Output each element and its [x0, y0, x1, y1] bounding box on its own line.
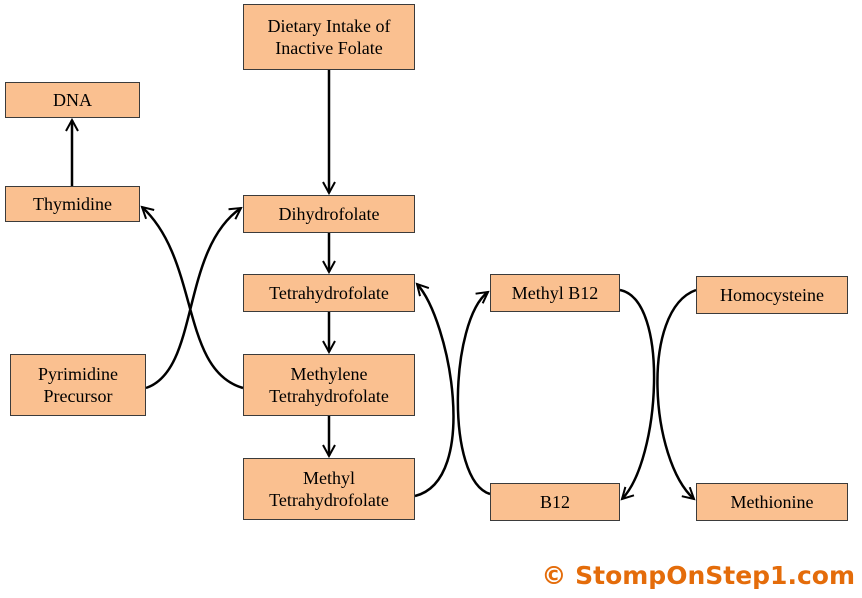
- node-label-line: Methionine: [730, 492, 814, 512]
- node-thymidine: Thymidine: [5, 186, 140, 222]
- copyright-watermark: © StompOnStep1.com: [541, 561, 855, 590]
- node-label-line: Tetrahydrofolate: [269, 490, 389, 510]
- arrow-pyrimidine-to-dihydrofolate: [145, 208, 241, 390]
- node-label-line: Dihydrofolate: [278, 204, 380, 224]
- node-methionine: Methionine: [696, 483, 848, 521]
- node-label-line: Pyrimidine: [38, 364, 118, 384]
- arrow-homocysteine-to-methionine: [656, 288, 697, 499]
- node-methyl-b12: Methyl B12: [490, 274, 620, 312]
- node-label-line: Methylene: [290, 364, 368, 384]
- node-label-line: Tetrahydrofolate: [269, 386, 389, 406]
- node-label-line: Methyl B12: [511, 283, 599, 303]
- node-label-line: Homocysteine: [720, 285, 824, 305]
- node-dna: DNA: [5, 82, 140, 118]
- node-label-line: B12: [539, 492, 570, 512]
- node-b12: B12: [490, 483, 620, 521]
- node-methyl-tetrahydrofolate: Methyl Tetrahydrofolate: [243, 458, 415, 520]
- node-methylene-tetrahydrofolate: Methylene Tetrahydrofolate: [243, 354, 415, 416]
- node-label-line: Tetrahydrofolate: [269, 283, 389, 303]
- node-dietary-intake: Dietary Intake of Inactive Folate: [243, 4, 415, 70]
- node-tetrahydrofolate: Tetrahydrofolate: [243, 274, 415, 312]
- node-label-line: Methyl: [303, 468, 355, 488]
- arrow-methylene-to-thymidine: [142, 207, 244, 390]
- node-label-line: Thymidine: [33, 194, 112, 214]
- node-label-line: DNA: [53, 90, 92, 110]
- node-pyrimidine-precursor: Pyrimidine Precursor: [10, 354, 146, 416]
- arrow-methyl-thf-to-tetrahydrofolate: [414, 284, 455, 498]
- node-label-line: Precursor: [43, 386, 113, 406]
- node-label-line: Dietary Intake of: [267, 16, 391, 36]
- arrow-b12-to-methyl-b12: [456, 292, 491, 496]
- node-dihydrofolate: Dihydrofolate: [243, 195, 415, 233]
- node-homocysteine: Homocysteine: [696, 276, 848, 314]
- node-label-line: Inactive Folate: [275, 38, 383, 58]
- arrow-methyl-b12-to-b12: [619, 288, 656, 499]
